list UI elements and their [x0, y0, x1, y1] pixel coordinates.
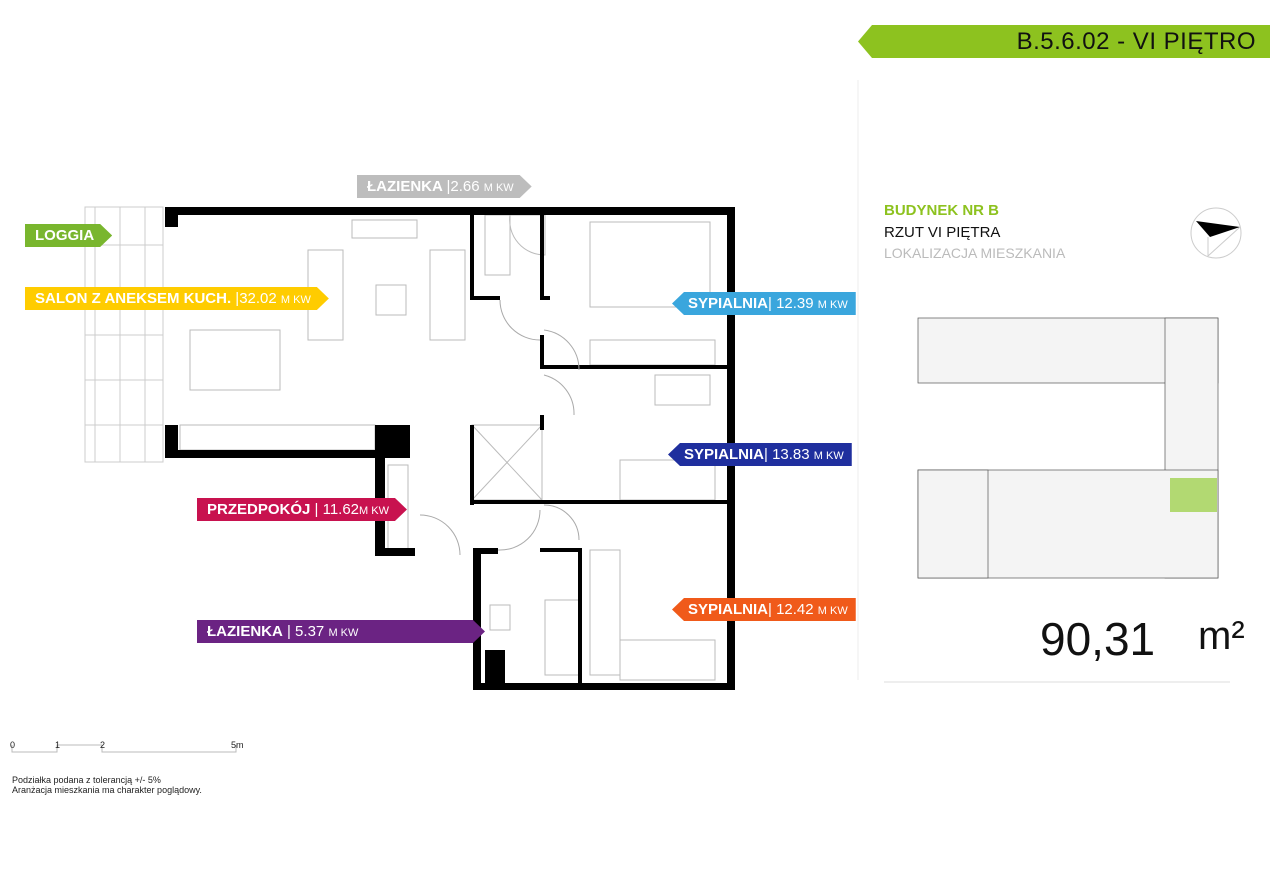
scale-tick-0: 0: [10, 740, 16, 750]
compass-icon: [1190, 207, 1242, 259]
apartment-location-highlight: [1170, 478, 1217, 512]
apartment-title: B.5.6.02 - VI PIĘTRO: [1016, 28, 1256, 55]
door-swings: [419, 299, 580, 556]
room-label-hallway: PRZEDPOKÓJ | 11.62M KW: [197, 498, 407, 521]
apartment-header: B.5.6.02 - VI PIĘTRO: [858, 25, 1270, 58]
room-label-small-bathroom: ŁAZIENKA |2.66 M KW: [357, 175, 532, 198]
scale-tick-5: 5m: [231, 740, 244, 750]
furniture: [179, 214, 716, 681]
room-label-bathroom: ŁAZIENKA | 5.37 M KW: [197, 620, 485, 643]
room-label-bedroom-3: SYPIALNIA| 12.42 M KW: [672, 598, 856, 621]
total-area-unit: m²: [1198, 614, 1245, 658]
room-label-bedroom-1: SYPIALNIA| 12.39 M KW: [672, 292, 856, 315]
room-label-bedroom-2: SYPIALNIA| 13.83 M KW: [668, 443, 852, 466]
walls: [165, 207, 735, 690]
scale-tick-1: 1: [55, 740, 61, 750]
loggia-grid: [84, 206, 164, 463]
room-label-living-room: SALON Z ANEKSEM KUCH. |32.02 M KW: [25, 287, 329, 310]
arrangement-note: Aranżacja mieszkania ma charakter pogląd…: [12, 785, 202, 795]
scale-bar: [11, 744, 237, 753]
building-label: BUDYNEK NR B: [884, 202, 1000, 219]
building-minimap: [917, 317, 1219, 579]
location-label: LOKALIZACJA MIESZKANIA: [884, 245, 1066, 261]
room-label-loggia: LOGGIA: [25, 224, 112, 247]
scale-tick-2: 2: [100, 740, 106, 750]
scale-tolerance-note: Podziałka podana z tolerancją +/- 5%: [12, 775, 161, 785]
floor-label: RZUT VI PIĘTRA: [884, 224, 1001, 241]
total-area-value: 90,31: [1040, 613, 1156, 665]
